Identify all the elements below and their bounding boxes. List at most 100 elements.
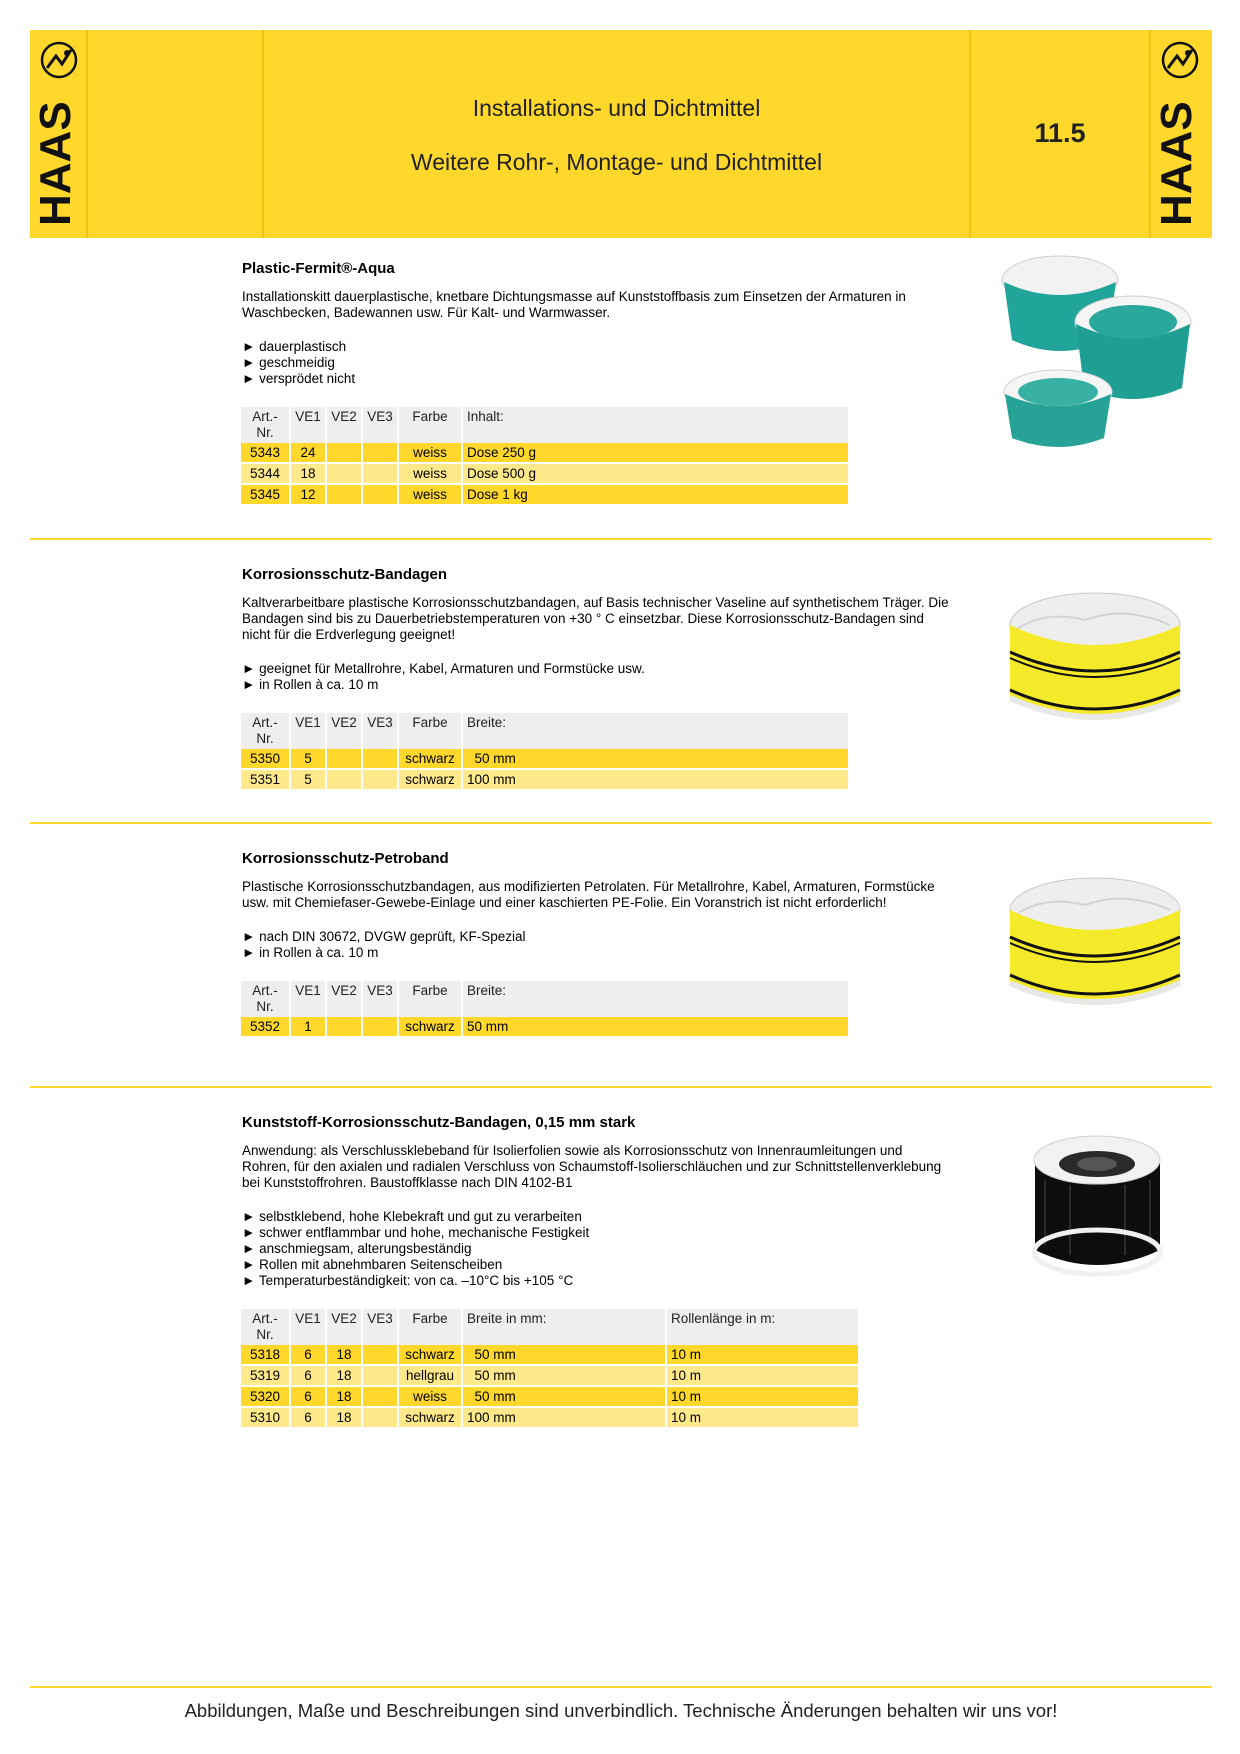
table-row: 5351 5 schwarz 100 mm xyxy=(241,770,848,791)
feature-item: ► schwer entflammbar und hohe, mechanisc… xyxy=(242,1225,590,1240)
cell-breite: 100 mm xyxy=(463,770,848,791)
feature-item: ► geeignet für Metallrohre, Kabel, Armat… xyxy=(242,661,645,676)
product-title: Kunststoff-Korrosionsschutz-Bandagen, 0,… xyxy=(242,1114,636,1131)
cell-ve3 xyxy=(363,749,397,770)
product-korrosionsschutz-petroband: Korrosionsschutz-Petroband Plastische Ko… xyxy=(241,850,952,1038)
column-header: VE2 xyxy=(327,713,361,749)
cell-ve2 xyxy=(327,749,361,770)
column-header: Art.-Nr. xyxy=(241,713,289,749)
logo-text: HAAS xyxy=(1155,101,1201,226)
header-section-cell: 11.5 xyxy=(971,30,1151,238)
cell-inhalt: Dose 500 g xyxy=(463,464,848,485)
tape-roll-icon xyxy=(1008,877,1182,1005)
cell-ve1: 18 xyxy=(291,464,325,485)
column-header: Farbe xyxy=(399,1309,461,1345)
cell-ve3 xyxy=(363,1345,397,1366)
footer-disclaimer: Abbildungen, Maße und Beschreibungen sin… xyxy=(184,1700,1058,1721)
cell-ve2 xyxy=(327,770,361,791)
cell-ve1: 6 xyxy=(291,1345,325,1366)
product-description: Anwendung: als Verschlussklebeband für I… xyxy=(242,1143,942,1190)
product-kunststoff-bandagen: Kunststoff-Korrosionsschutz-Bandagen, 0,… xyxy=(239,1114,952,1429)
column-header: VE3 xyxy=(363,713,397,749)
cell-ve2 xyxy=(327,1017,361,1038)
cell-ve2: 18 xyxy=(327,1387,361,1408)
cell-farbe: weiss xyxy=(399,485,461,506)
logo-right-cell: HAAS xyxy=(1151,30,1212,238)
cell-art-nr: 5310 xyxy=(241,1408,289,1429)
feature-list: ► dauerplastisch ► geschmeidig ► versprö… xyxy=(242,339,952,387)
cell-ve2: 18 xyxy=(327,1345,361,1366)
column-header: VE3 xyxy=(363,1309,397,1345)
cell-ve1: 24 xyxy=(291,443,325,464)
cell-art-nr: 5345 xyxy=(241,485,289,506)
cell-ve1: 5 xyxy=(291,770,325,791)
cell-breite: 50 mm xyxy=(463,1017,848,1038)
cell-farbe: schwarz xyxy=(399,1408,461,1429)
column-header: VE1 xyxy=(291,981,325,1017)
header-title-line2: Weitere Rohr-, Montage- und Dichtmittel xyxy=(410,149,823,175)
cell-ve3 xyxy=(363,1408,397,1429)
article-table: Art.-Nr. VE1 VE2 VE3 Farbe Inhalt: 5343 … xyxy=(239,407,850,506)
article-table: Art.-Nr. VE1 VE2 VE3 Farbe Breite in mm:… xyxy=(239,1309,860,1429)
cell-breite: 50 mm xyxy=(463,1366,665,1387)
cell-ve3 xyxy=(363,443,397,464)
column-header: VE3 xyxy=(363,407,397,443)
feature-item: ► in Rollen à ca. 10 m xyxy=(242,945,379,960)
header-title-line1: Installations- und Dichtmittel xyxy=(472,95,761,121)
cell-rollenlaenge: 10 m xyxy=(667,1408,858,1429)
cell-ve2 xyxy=(327,485,361,506)
cell-art-nr: 5319 xyxy=(241,1366,289,1387)
table-row: 5310 6 18 schwarz 100 mm 10 m xyxy=(241,1408,858,1429)
column-header: Breite in mm: xyxy=(463,1309,665,1345)
logo-left-cell: HAAS xyxy=(30,30,88,238)
header-title-cell: Installations- und Dichtmittel Weitere R… xyxy=(264,30,971,238)
cell-ve1: 1 xyxy=(291,1017,325,1038)
column-header: Breite: xyxy=(463,981,848,1017)
column-header: Farbe xyxy=(399,713,461,749)
cell-art-nr: 5352 xyxy=(241,1017,289,1038)
product-title: Korrosionsschutz-Bandagen xyxy=(242,566,448,583)
haas-logo-icon: HAAS xyxy=(34,41,80,226)
cell-art-nr: 5344 xyxy=(241,464,289,485)
table-row: 5350 5 schwarz 50 mm xyxy=(241,749,848,770)
feature-list: ► selbstklebend, hohe Klebekraft und gut… xyxy=(242,1209,952,1289)
cell-farbe: weiss xyxy=(399,464,461,485)
product-title: Korrosionsschutz-Petroband xyxy=(242,850,449,867)
page-header: HAAS Installations- und Dichtmittel Weit… xyxy=(30,30,1212,238)
product-description: Installationskitt dauerplastische, knetb… xyxy=(242,289,906,320)
cell-art-nr: 5343 xyxy=(241,443,289,464)
feature-item: ► anschmiegsam, alterungsbeständig xyxy=(242,1241,472,1256)
cell-ve2 xyxy=(327,464,361,485)
cell-rollenlaenge: 10 m xyxy=(667,1366,858,1387)
cell-ve3 xyxy=(363,1366,397,1387)
cell-inhalt: Dose 1 kg xyxy=(463,485,848,506)
section-divider xyxy=(30,538,1212,540)
cell-farbe: schwarz xyxy=(399,1345,461,1366)
column-header: Farbe xyxy=(399,407,461,443)
product-description: Kaltverarbeitbare plastische Korrosionss… xyxy=(242,595,949,642)
feature-item: ► Rollen mit abnehmbaren Seitenscheiben xyxy=(242,1257,503,1272)
cell-ve1: 6 xyxy=(291,1408,325,1429)
cell-ve2: 18 xyxy=(327,1408,361,1429)
feature-item: ► geschmeidig xyxy=(242,355,335,370)
cell-art-nr: 5320 xyxy=(241,1387,289,1408)
cell-farbe: weiss xyxy=(399,1387,461,1408)
cell-farbe: hellgrau xyxy=(399,1366,461,1387)
column-header: Art.-Nr. xyxy=(241,407,289,443)
column-header: VE2 xyxy=(327,981,361,1017)
feature-item: ► Temperaturbeständigkeit: von ca. –10°C… xyxy=(242,1273,574,1288)
section-number: 11.5 xyxy=(1034,118,1086,148)
cell-art-nr: 5318 xyxy=(241,1345,289,1366)
table-header-row: Art.-Nr. VE1 VE2 VE3 Farbe Breite: xyxy=(241,713,848,749)
table-row: 5343 24 weiss Dose 250 g xyxy=(241,443,848,464)
product-plastic-fermit: Plastic-Fermit®-Aqua Installationskitt d… xyxy=(239,260,952,506)
column-header: VE3 xyxy=(363,981,397,1017)
section-divider xyxy=(30,822,1212,824)
cell-farbe: schwarz xyxy=(399,749,461,770)
cell-ve1: 6 xyxy=(291,1366,325,1387)
feature-item: ► in Rollen à ca. 10 m xyxy=(242,677,379,692)
feature-list: ► geeignet für Metallrohre, Kabel, Armat… xyxy=(242,661,952,693)
cell-breite: 50 mm xyxy=(463,1387,665,1408)
cell-inhalt: Dose 250 g xyxy=(463,443,848,464)
feature-item: ► nach DIN 30672, DVGW geprüft, KF-Spezi… xyxy=(242,929,526,944)
